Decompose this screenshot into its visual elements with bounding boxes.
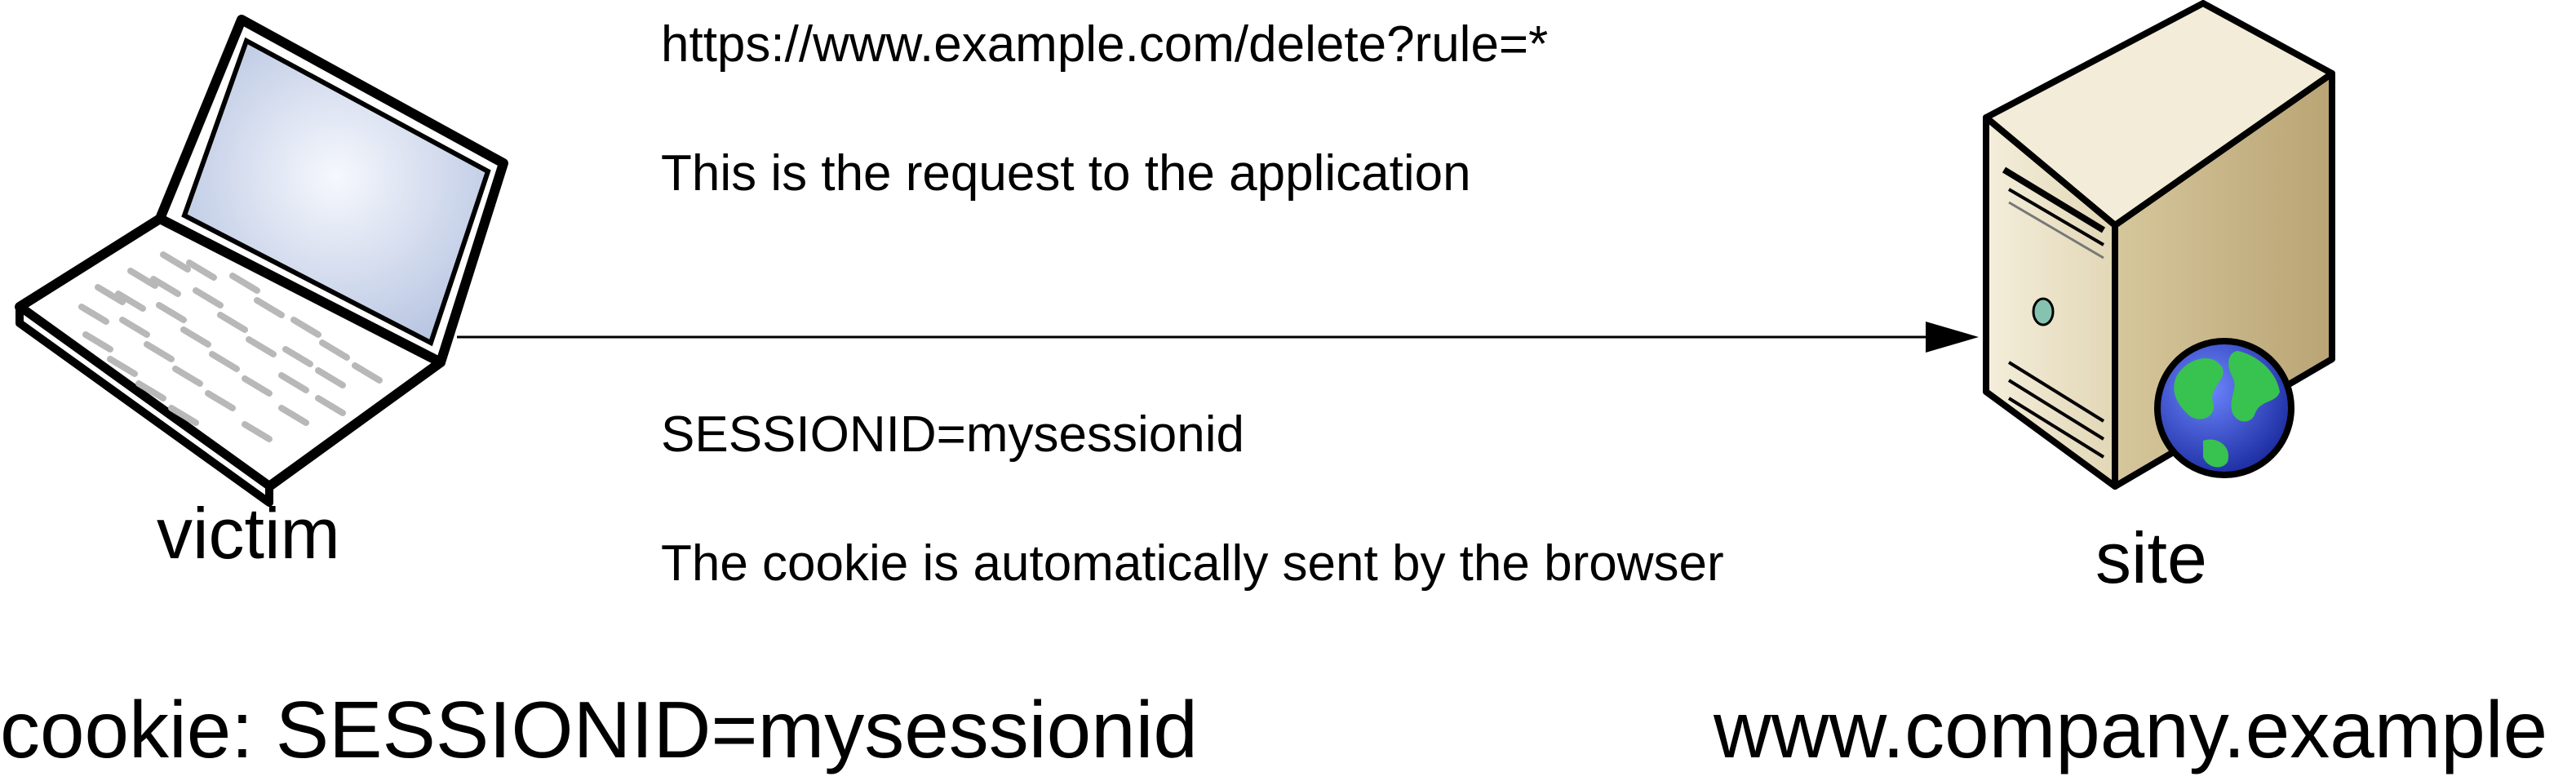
laptop-icon — [15, 15, 508, 507]
victim-cookie-text: cookie: SESSIONID=mysessionid — [0, 685, 1198, 774]
site-domain-text: www.company.example — [1714, 685, 2548, 774]
session-caption: The cookie is automatically sent by the … — [661, 535, 1724, 592]
request-url-caption: This is the request to the application — [661, 145, 1471, 202]
victim-label: victim — [157, 493, 340, 574]
request-url: https://www.example.com/delete?rule=* — [661, 16, 1549, 73]
globe-icon — [2154, 338, 2294, 478]
request-arrow — [457, 322, 1979, 353]
session-id-text: SESSIONID=mysessionid — [661, 406, 1244, 463]
site-label: site — [2095, 517, 2207, 598]
